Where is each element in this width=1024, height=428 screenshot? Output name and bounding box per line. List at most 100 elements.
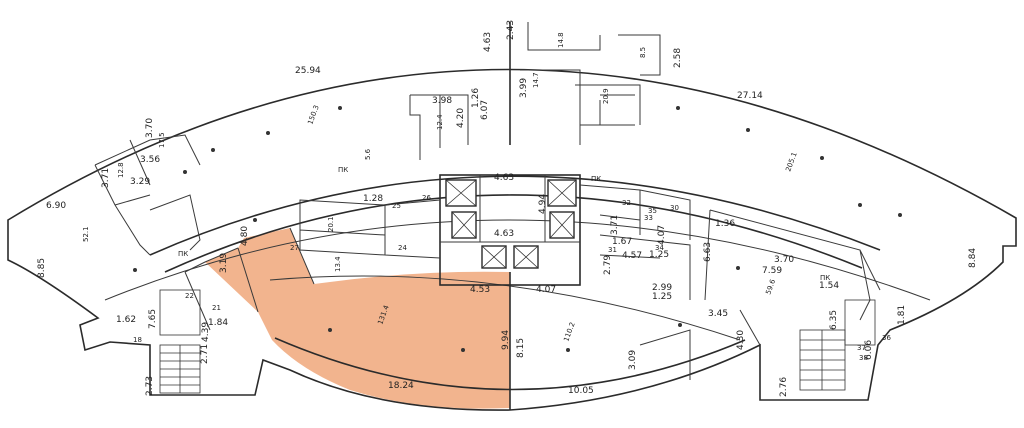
label-d-2-99: 2.99 [652, 283, 672, 293]
label-a-south: 110.2 [562, 321, 576, 343]
label-a-small-5: 8.5 [639, 47, 647, 58]
label-d-4-07a: 4.07 [657, 225, 667, 245]
stair-east [799, 299, 876, 391]
label-a-north-east: 205.1 [784, 151, 798, 173]
corridor-inner-arc [164, 194, 863, 273]
label-r-37: 37 [857, 344, 866, 352]
label-d-4-20: 4.20 [456, 108, 466, 128]
label-d-8-15: 8.15 [516, 338, 526, 358]
label-d-18-24: 18.24 [388, 381, 414, 391]
label-d-4-57: 4.57 [622, 251, 642, 261]
southwest-partitions [184, 199, 441, 331]
label-d-4-53: 4.53 [470, 285, 490, 295]
core [439, 174, 581, 286]
label-d-6-07: 6.07 [480, 100, 490, 120]
label-d-3-70b: 3.70 [774, 255, 794, 265]
label-a-small-9: 20.1 [327, 216, 335, 232]
label-d-2-76: 2.76 [779, 377, 789, 397]
label-d-1-28: 1.28 [363, 194, 383, 204]
label-d-1-25b: 1.25 [652, 292, 672, 302]
label-d-3-70: 3.70 [145, 118, 155, 138]
label-d-10-05: 10.05 [568, 386, 594, 396]
label-r-26: 26 [422, 194, 431, 202]
label-r-35: 35 [648, 207, 657, 215]
label-r-27: 27 [290, 244, 299, 252]
label-corridor-label: ПК [820, 274, 830, 282]
label-d-4-07b: 4.07 [536, 285, 556, 295]
label-a-west: 52.1 [82, 226, 90, 242]
label-a-small-3: 12.4 [436, 114, 444, 130]
label-d-3-45: 3.45 [708, 309, 728, 319]
dimension-labels: 25.94 4.63 2.43 2.58 27.14 3.98 1.26 4.2… [37, 20, 978, 397]
label-d-9-94: 9.94 [501, 330, 511, 350]
label-a-small-8: 13.4 [334, 256, 342, 272]
label-d-27-14: 27.14 [737, 91, 763, 101]
room-numbers: 24 25 26 31 32 33 34 35 36 37 38 18 21 2… [133, 194, 891, 362]
label-d-4-63-core1: 4.63 [494, 173, 514, 183]
columns [133, 106, 902, 352]
label-a-small-10: 5.6 [364, 148, 372, 160]
label-d-6-63: 6.63 [703, 242, 713, 262]
label-d-1-62: 1.62 [116, 315, 136, 325]
label-a-small-4: 14.8 [557, 32, 565, 48]
label-r-22: 22 [185, 292, 194, 300]
label-d-6-06: 6.06 [864, 340, 874, 360]
label-r-18: 18 [133, 336, 142, 344]
label-d-3-09: 3.09 [628, 350, 638, 370]
inner-arc-2 [104, 219, 931, 301]
label-d-2-71: 2.71 [200, 344, 210, 364]
label-d-25-94: 25.94 [295, 66, 321, 76]
label-r-25: 25 [392, 202, 401, 210]
elevator-shafts [445, 179, 577, 269]
label-d-2-43: 2.43 [506, 20, 516, 40]
label-a-small-6: 14.7 [532, 72, 540, 88]
label-d-1-36: 1.36 [715, 219, 735, 229]
label-d-3-19: 3.19 [219, 253, 229, 273]
label-d-6-90: 6.90 [46, 201, 66, 211]
label-r-21: 21 [212, 304, 221, 312]
label-d-7-59: 7.59 [762, 266, 782, 276]
north-partitions [409, 22, 661, 160]
label-corridor-label: ПК [178, 250, 188, 258]
label-r-24: 24 [398, 244, 407, 252]
corridor-outer-arc [149, 175, 881, 256]
label-d-1-26a: 1.26 [471, 88, 481, 108]
label-d-1-25a: 1.25 [649, 250, 669, 260]
label-r-36: 36 [882, 334, 891, 342]
label-r-31: 31 [608, 246, 617, 254]
label-corridor-label: ПК [338, 166, 348, 174]
label-a-east: 59.6 [764, 278, 777, 296]
label-d-8-85: 8.85 [37, 258, 47, 278]
label-d-3-71b: 3.71 [610, 215, 620, 235]
label-d-3-98: 3.98 [432, 96, 452, 106]
west-partitions [94, 134, 201, 256]
label-d-3-56: 3.56 [140, 155, 160, 165]
corridor-tags: ПК ПК ПК ПК [178, 166, 830, 282]
label-a-small-1: 12.8 [117, 162, 125, 178]
label-d-4-30: 4.30 [736, 330, 746, 350]
label-d-4-39: 4.39 [201, 322, 211, 342]
label-d-3-99: 3.99 [519, 78, 529, 98]
stair-west [159, 289, 201, 394]
label-a-small-2: 17.5 [158, 132, 166, 148]
label-r-32: 32 [622, 199, 631, 207]
label-r-33: 33 [644, 214, 653, 222]
label-d-1-67: 1.67 [612, 237, 632, 247]
label-d-3-29: 3.29 [130, 177, 150, 187]
label-r-38: 38 [859, 354, 868, 362]
label-d-7-65: 7.65 [148, 309, 158, 329]
label-d-2-79: 2.79 [603, 255, 613, 275]
label-d-8-84: 8.84 [968, 248, 978, 268]
label-d-6-35: 6.35 [829, 310, 839, 330]
label-a-north-west: 150.3 [306, 104, 320, 126]
label-d-4-80: 4.80 [240, 226, 250, 246]
label-r-30: 30 [670, 204, 679, 212]
label-d-1-54: 1.54 [819, 281, 839, 291]
label-d-3-71: 3.71 [101, 168, 111, 188]
label-d-1-84: 1.84 [208, 318, 228, 328]
highlighted-unit[interactable] [205, 228, 510, 409]
label-d-2-58: 2.58 [673, 48, 683, 68]
label-d-1-81: 1.81 [897, 305, 907, 325]
label-d-2-73: 2.73 [145, 376, 155, 396]
